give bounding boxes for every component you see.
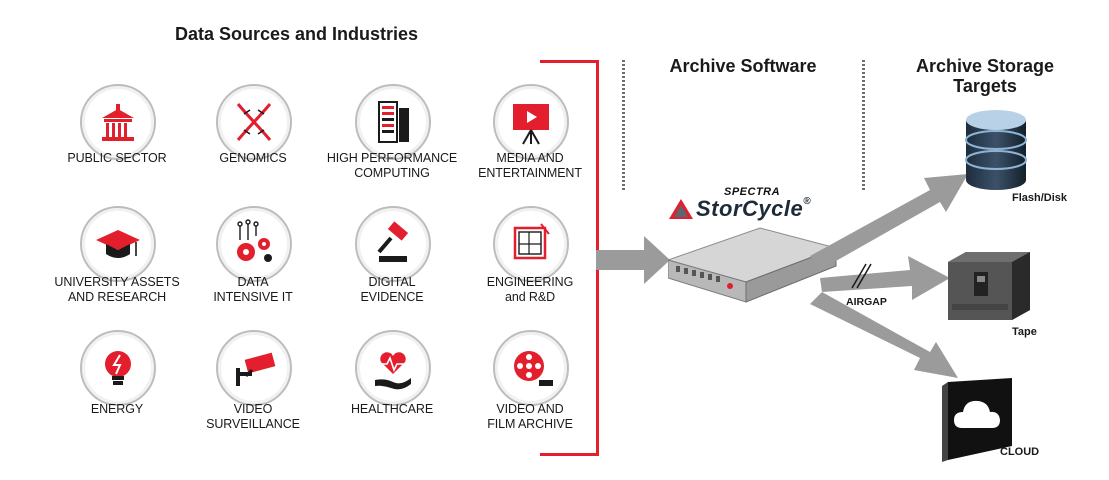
industry-label-line: INTENSIVE IT (213, 290, 293, 304)
heart-hand-icon (375, 352, 411, 390)
targets-heading-line1: Archive Storage (915, 56, 1055, 76)
arrow-to-cloud (810, 292, 958, 378)
tape-label: Tape (1012, 326, 1037, 338)
spectra-triangle-icon (669, 199, 693, 219)
target-arrows (810, 174, 968, 378)
industry-icon-circle (80, 330, 156, 406)
dna-helix-icon (236, 103, 272, 141)
industry-label-line: EVIDENCE (360, 290, 424, 304)
industry-icon-circle (493, 330, 569, 406)
product-name: StorCycle® (696, 196, 811, 222)
storcycle-server (668, 227, 838, 303)
industry-label: HEALTHCARE (317, 402, 467, 417)
industry-label-line: HIGH PERFORMANCE (326, 151, 458, 165)
industry-icon-circle (216, 84, 292, 160)
tape-library-icon (948, 252, 1030, 320)
server-rack-icon (378, 101, 409, 143)
product-name-text: StorCycle (696, 196, 804, 221)
industry-label-line: VIDEO AND (496, 402, 564, 416)
industry-label-line: UNIVERSITY ASSETS (54, 275, 180, 289)
targets-heading: Archive Storage Targets (900, 56, 1070, 96)
arrow-to-tape (820, 256, 950, 300)
gears-network-icon (237, 219, 272, 262)
industry-label-line: and R&D (504, 290, 556, 304)
industry-label: PUBLIC SECTOR (42, 151, 192, 166)
arrow-shape (596, 236, 670, 284)
graduation-cap-icon (96, 230, 140, 258)
industry-icon-circle (493, 206, 569, 282)
trademark-symbol: ® (803, 196, 812, 207)
flash-disk-label: Flash/Disk (1012, 192, 1068, 204)
gavel-icon (377, 221, 409, 262)
arrow-into-software (596, 236, 670, 284)
software-heading: Archive Software (669, 56, 817, 76)
industry-icon-circle (216, 206, 292, 282)
blueprint-icon (513, 223, 550, 260)
security-camera-icon (236, 352, 276, 386)
industry-icon-circle (216, 330, 292, 406)
airgap-slash-1 (851, 263, 867, 289)
cloud-icon (942, 378, 1012, 462)
spectra-brand: SPECTRA (724, 186, 781, 198)
industry-icon-circle (355, 206, 431, 282)
industry-icon-circle (355, 84, 431, 160)
lightbulb-icon (105, 351, 131, 385)
storcycle-logo: SPECTRA StorCycle® (668, 186, 828, 226)
targets-heading-line2: Targets (953, 76, 1017, 96)
industry-label-line: AND RESEARCH (67, 290, 167, 304)
separator-right (862, 60, 865, 190)
film-reel-icon (514, 351, 553, 386)
industry-label: ENERGY (42, 402, 192, 417)
industry-icon-circle (493, 84, 569, 160)
industry-label-line: PUBLIC SECTOR (67, 151, 167, 165)
industry-label-line: HEALTHCARE (350, 402, 434, 416)
industry-label-line: DATA (237, 275, 269, 289)
industry-label-line: ENERGY (90, 402, 144, 416)
airgap-label: AIRGAP (846, 296, 887, 308)
sources-heading: Data Sources and Industries (175, 24, 419, 44)
industry-label-line: SURVEILLANCE (206, 417, 300, 431)
industry-label-line: ENTERTAINMENT (478, 166, 582, 180)
industry-label-line: FILM ARCHIVE (487, 417, 573, 431)
industry-label-line: GENOMICS (219, 151, 287, 165)
industry-label-line: VIDEO (233, 402, 273, 416)
presentation-screen-icon (513, 104, 549, 145)
cloud-label: CLOUD (1000, 446, 1040, 458)
industry-label-line: COMPUTING (354, 166, 430, 180)
industry-icon-circle (355, 330, 431, 406)
separator-left (622, 60, 625, 190)
industry-label-line: ENGINEERING (486, 275, 574, 289)
industry-label-line: DIGITAL (368, 275, 416, 289)
airgap-slash-2 (856, 263, 872, 289)
industry-icon-circle (80, 206, 156, 282)
government-building-icon (102, 104, 134, 141)
industry-label-line: MEDIA AND (496, 151, 564, 165)
industry-label: GENOMICS (178, 151, 328, 166)
arrow-to-flash (810, 174, 968, 270)
flash-disk-icon (965, 110, 1027, 190)
industry-icon-circle (80, 84, 156, 160)
